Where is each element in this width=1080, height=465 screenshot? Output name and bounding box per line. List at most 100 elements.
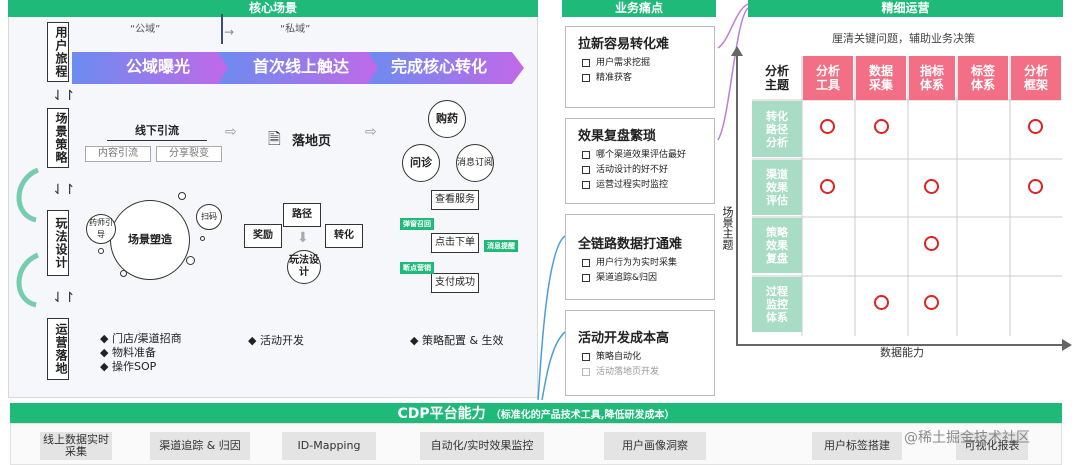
cdp-capability: 用户画像洞察 [604, 432, 706, 460]
scene-dot [200, 236, 205, 241]
offline-sub-content: 内容引流 [85, 146, 151, 162]
landing-center-circle: 玩法设计 [287, 250, 321, 284]
watermark: @稀土掘金技术社区 [904, 430, 1030, 446]
scene-scan-circle: 扫码 [196, 204, 222, 230]
pain-card-title: 拉新容易转化难 [578, 37, 670, 52]
ops-item: ◆ 操作SOP [100, 360, 157, 373]
swap-icon: ⇃↾ [52, 88, 76, 104]
matrix-grid [752, 56, 1062, 336]
convert-node-label: 问诊 [410, 156, 432, 169]
flow-view-service: 查看服务 [431, 190, 479, 210]
matrix-row-header: 策略效果复盘 [752, 218, 802, 273]
pain-title: 业务痛点 [562, 0, 716, 17]
scene-dot [98, 248, 104, 254]
ops-item: ◆ 门店/渠道招商 [100, 332, 182, 345]
step-user-journey: 用户旅程 [47, 22, 69, 82]
cdp-capability: 渠道追踪 & 归因 [150, 432, 250, 460]
flow-place-order: 点击下单 [431, 233, 479, 253]
pain-card: 全链路数据打通难 用户行为为实时采集 渠道追踪&归因 [565, 214, 715, 300]
matrix-col-header: 标签体系 [958, 56, 1008, 100]
scene-dot [120, 270, 127, 277]
stage-chevrons [72, 52, 524, 84]
pain-point: 渠道追踪&归因 [566, 271, 714, 286]
landing-center-label: 玩法设计 [289, 255, 319, 278]
landing-path-box: 路径 [283, 203, 321, 227]
pain-point: 用户需求挖掘 [566, 56, 714, 71]
convert-subscribe-circle: 消息订阅 [456, 144, 494, 182]
y-axis-arrow [731, 46, 743, 56]
matrix-row-header: 转化路径分析 [752, 101, 802, 157]
cdp-capability: ID-Mapping [282, 432, 376, 460]
pain-point: 用户行为为实时采集 [566, 256, 714, 271]
convert-buy-circle: 购药 [428, 100, 466, 138]
offline-title: 线下引流 [107, 123, 207, 141]
cdp-subtitle: （标准化的产品技术工具,降低研发成本） [490, 410, 675, 421]
pain-card-title: 活动开发成本高 [578, 331, 670, 346]
arrow-down-icon: ⬇ [297, 230, 309, 246]
connector-lines [537, 3, 749, 401]
matrix-col-header: 分析框架 [1011, 56, 1061, 100]
step-ops-landing: 运营落地 [47, 318, 69, 380]
scene-center-label: 场景塑造 [128, 233, 172, 246]
swap-icon: ⇃↾ [52, 290, 76, 306]
pain-point: 活动设计的好不好 [566, 163, 714, 178]
scene-circle: 场景塑造 [110, 200, 190, 280]
cdp-title: CDP平台能力 [397, 406, 486, 422]
stage-first-touch: 首次线上触达 [253, 57, 350, 76]
matrix-col-header: 指标体系 [909, 56, 955, 100]
matrix-row-header: 渠道效果评估 [752, 160, 802, 215]
scene-pharmacist-circle: 药师引导 [86, 214, 116, 244]
pain-card: 拉新容易转化难 用户需求挖掘 精准获客 [565, 26, 715, 108]
ops-subtitle: 厘清关键问题，辅助业务决策 [832, 32, 975, 45]
ops-item: ◆ 物料准备 [100, 346, 156, 359]
arrow-right-icon: → [224, 25, 235, 39]
pain-card-title: 效果复盘繁琐 [578, 129, 657, 144]
cdp-capability: 可视化报表 [956, 432, 1028, 460]
divider-line [221, 14, 223, 44]
flow-tag-message: 消息提醒 [484, 240, 518, 252]
pain-point: 精准获客 [566, 71, 714, 86]
convert-consult-circle: 问诊 [402, 144, 440, 182]
cdp-capability: 用户标签搭建 [812, 432, 902, 460]
y-axis-label: 场景主题 [721, 206, 734, 250]
flow-tag-popup: 弹窗召回 [400, 218, 434, 230]
pain-point: 哪个渠道效果评估最好 [566, 148, 714, 163]
convert-node-label: 消息订阅 [457, 158, 494, 168]
arrow-right-icon: ⇨ [365, 124, 377, 140]
scene-small-label: 药师引导 [89, 218, 113, 239]
matrix-corner: 分析主题 [764, 64, 789, 92]
scene-small-label: 扫码 [201, 212, 217, 221]
core-scene-title: 核心场景 [8, 0, 538, 17]
pain-card: 活动开发成本高 策略自动化 活动落地页开发 [565, 310, 715, 396]
private-label: “私域” [280, 24, 311, 35]
ops-title: 精细运营 [748, 0, 1063, 17]
matrix-col-header: 数据采集 [856, 56, 906, 100]
cdp-bar: CDP平台能力 （标准化的产品技术工具,降低研发成本） [10, 403, 1062, 423]
stage-public-exposure: 公域曝光 [126, 57, 191, 76]
x-axis-label: 数据能力 [880, 346, 924, 359]
left-curve-arrows [16, 167, 40, 308]
matrix-col-header: 分析工具 [803, 56, 853, 100]
public-label: “公域” [130, 24, 161, 35]
ops-item: ◆ 策略配置 & 生效 [410, 334, 504, 347]
convert-node-label: 购药 [436, 112, 458, 125]
pain-point: 活动落地页开发 [566, 365, 714, 380]
scene-dot [178, 192, 186, 200]
pain-card-title: 全链路数据打通难 [578, 237, 683, 252]
pain-card: 效果复盘繁琐 哪个渠道效果评估最好 活动设计的好不好 运营过程实时监控 [565, 118, 715, 204]
document-icon: 🗎 [268, 129, 281, 148]
step-play-design: 玩法设计 [47, 210, 69, 276]
offline-sub-share: 分享裂变 [156, 146, 222, 162]
ops-item: ◆ 活动开发 [248, 334, 304, 347]
landing-reward-box: 奖励 [244, 224, 282, 248]
swap-icon: ⇃↾ [52, 182, 76, 198]
cdp-capability: 线上数据实时采集 [40, 432, 112, 460]
flow-pay-success: 支付成功 [431, 273, 479, 293]
x-axis-line [736, 344, 1064, 346]
pain-point: 策略自动化 [566, 350, 714, 365]
landing-convert-box: 转化 [325, 224, 363, 248]
x-axis-arrow [1062, 339, 1072, 351]
flow-tag-breakpoint: 断点营销 [400, 262, 434, 274]
matrix-row-header: 过程监控体系 [752, 277, 802, 332]
cdp-capability: 自动化/实时效果监控 [420, 432, 544, 460]
